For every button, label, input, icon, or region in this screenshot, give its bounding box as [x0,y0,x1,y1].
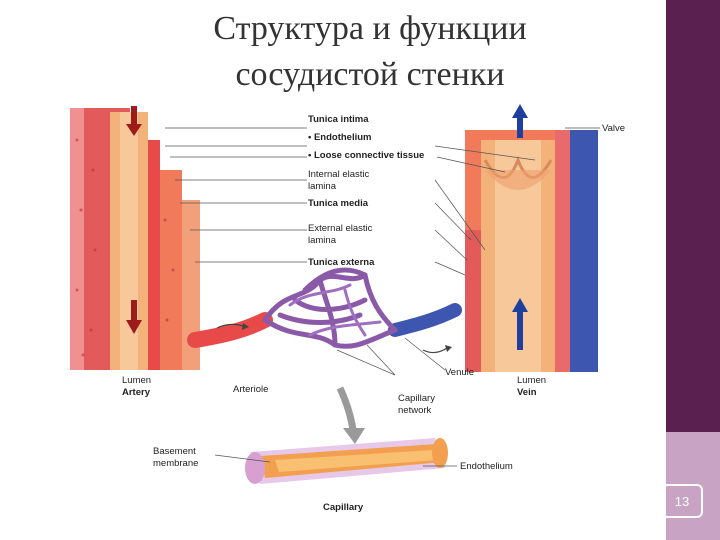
label-tunica-intima: Tunica intima [308,114,369,125]
slide-title-line-2: сосудистой стенки [120,52,620,98]
sidebar-accent-top [666,0,720,432]
label-valve: Valve [602,123,625,134]
label-endothelium-capillary: Endothelium [460,461,513,472]
label-venule: Venule [445,367,474,378]
label-arteriole: Arteriole [233,384,268,395]
label-external-elastic-lamina-line-1: External elastic [308,223,373,234]
artery-illustration [70,106,200,370]
label-capillary: Capillary [323,502,364,512]
label-loose-connective-tissue: • Loose connective tissue [308,150,424,161]
label-basement-membrane-line-2: membrane [153,458,198,469]
label-tunica-externa: Tunica externa [308,257,375,268]
label-artery: Artery [122,387,151,398]
capillary-cross-section-illustration [245,438,448,484]
label-tunica-media: Tunica media [308,198,369,209]
label-lumen-vein: Lumen [517,375,546,386]
label-vein: Vein [517,387,537,398]
vein-illustration [465,104,598,372]
label-lumen-artery: Lumen [122,375,151,386]
label-capillary-network-line-1: Capillary [398,393,435,404]
blood-vessel-wall-diagram: Tunica intima • Endothelium • Loose conn… [65,100,630,512]
label-capillary-network-line-2: network [398,405,432,416]
label-internal-elastic-lamina-line-2: lamina [308,181,337,192]
label-endothelium: • Endothelium [308,132,372,143]
slide-title: Структура и функции сосудистой стенки [120,6,620,98]
label-external-elastic-lamina-line-2: lamina [308,235,337,246]
slide-title-line-1: Структура и функции [120,6,620,52]
page-number: 13 [661,484,703,518]
label-basement-membrane-line-1: Basement [153,446,196,457]
capillary-network-illustration [195,270,455,444]
label-internal-elastic-lamina-line-1: Internal elastic [308,169,370,180]
